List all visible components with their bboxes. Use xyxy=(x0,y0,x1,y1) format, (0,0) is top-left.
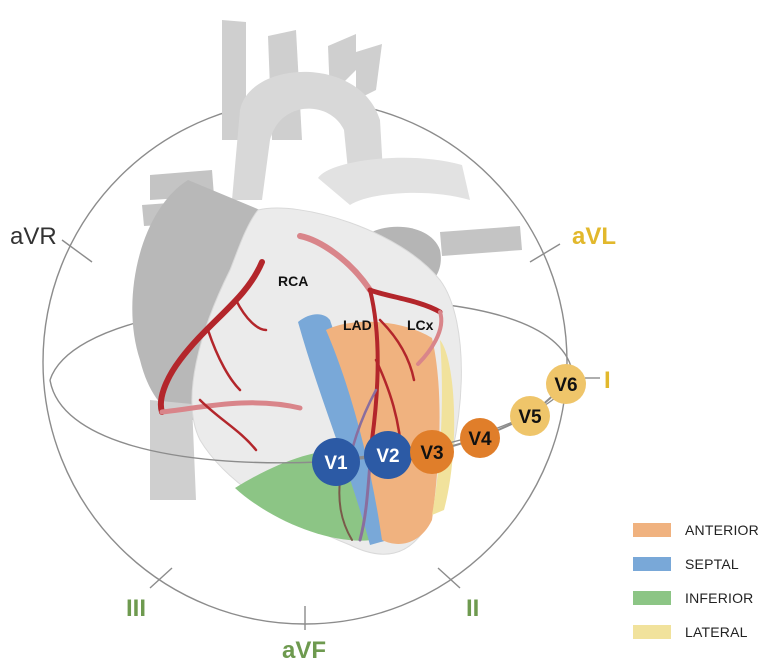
legend-swatch-septal xyxy=(633,557,671,571)
left-pulmonary-vein xyxy=(440,226,522,256)
legend-row-septal: SEPTAL xyxy=(633,552,770,575)
lead-ii-label: II xyxy=(466,595,479,622)
ivc-vessel xyxy=(150,400,196,500)
v5-label: V5 xyxy=(518,407,542,428)
v2-label: V2 xyxy=(376,446,399,467)
lead-iii-label: III xyxy=(126,595,146,622)
legend-label-anterior: ANTERIOR xyxy=(685,522,759,538)
legend-swatch-anterior xyxy=(633,523,671,537)
legend-row-inferior: INFERIOR xyxy=(633,586,770,609)
v3-label: V3 xyxy=(420,443,443,464)
territory-legend: ANTERIOR SEPTAL INFERIOR LATERAL xyxy=(633,518,770,654)
rca-label: RCA xyxy=(278,273,308,289)
lead-i-label: I xyxy=(604,367,611,394)
pulmonary-artery xyxy=(318,158,470,205)
lead-avf-label: aVF xyxy=(282,637,326,660)
legend-label-inferior: INFERIOR xyxy=(685,590,754,606)
v1-label: V1 xyxy=(324,453,348,474)
legend-label-septal: SEPTAL xyxy=(685,556,739,572)
v6-label: V6 xyxy=(554,375,577,396)
legend-swatch-lateral xyxy=(633,625,671,639)
lead-avr-label: aVR xyxy=(10,223,57,250)
legend-swatch-inferior xyxy=(633,591,671,605)
tick-avr xyxy=(62,240,92,262)
legend-row-anterior: ANTERIOR xyxy=(633,518,770,541)
lad-label: LAD xyxy=(343,317,372,333)
tick-avl xyxy=(530,244,560,262)
legend-row-lateral: LATERAL xyxy=(633,620,770,643)
lcx-label: LCx xyxy=(407,317,434,333)
v4-label: V4 xyxy=(468,429,492,450)
legend-label-lateral: LATERAL xyxy=(685,624,748,640)
lead-avl-label: aVL xyxy=(572,223,616,250)
